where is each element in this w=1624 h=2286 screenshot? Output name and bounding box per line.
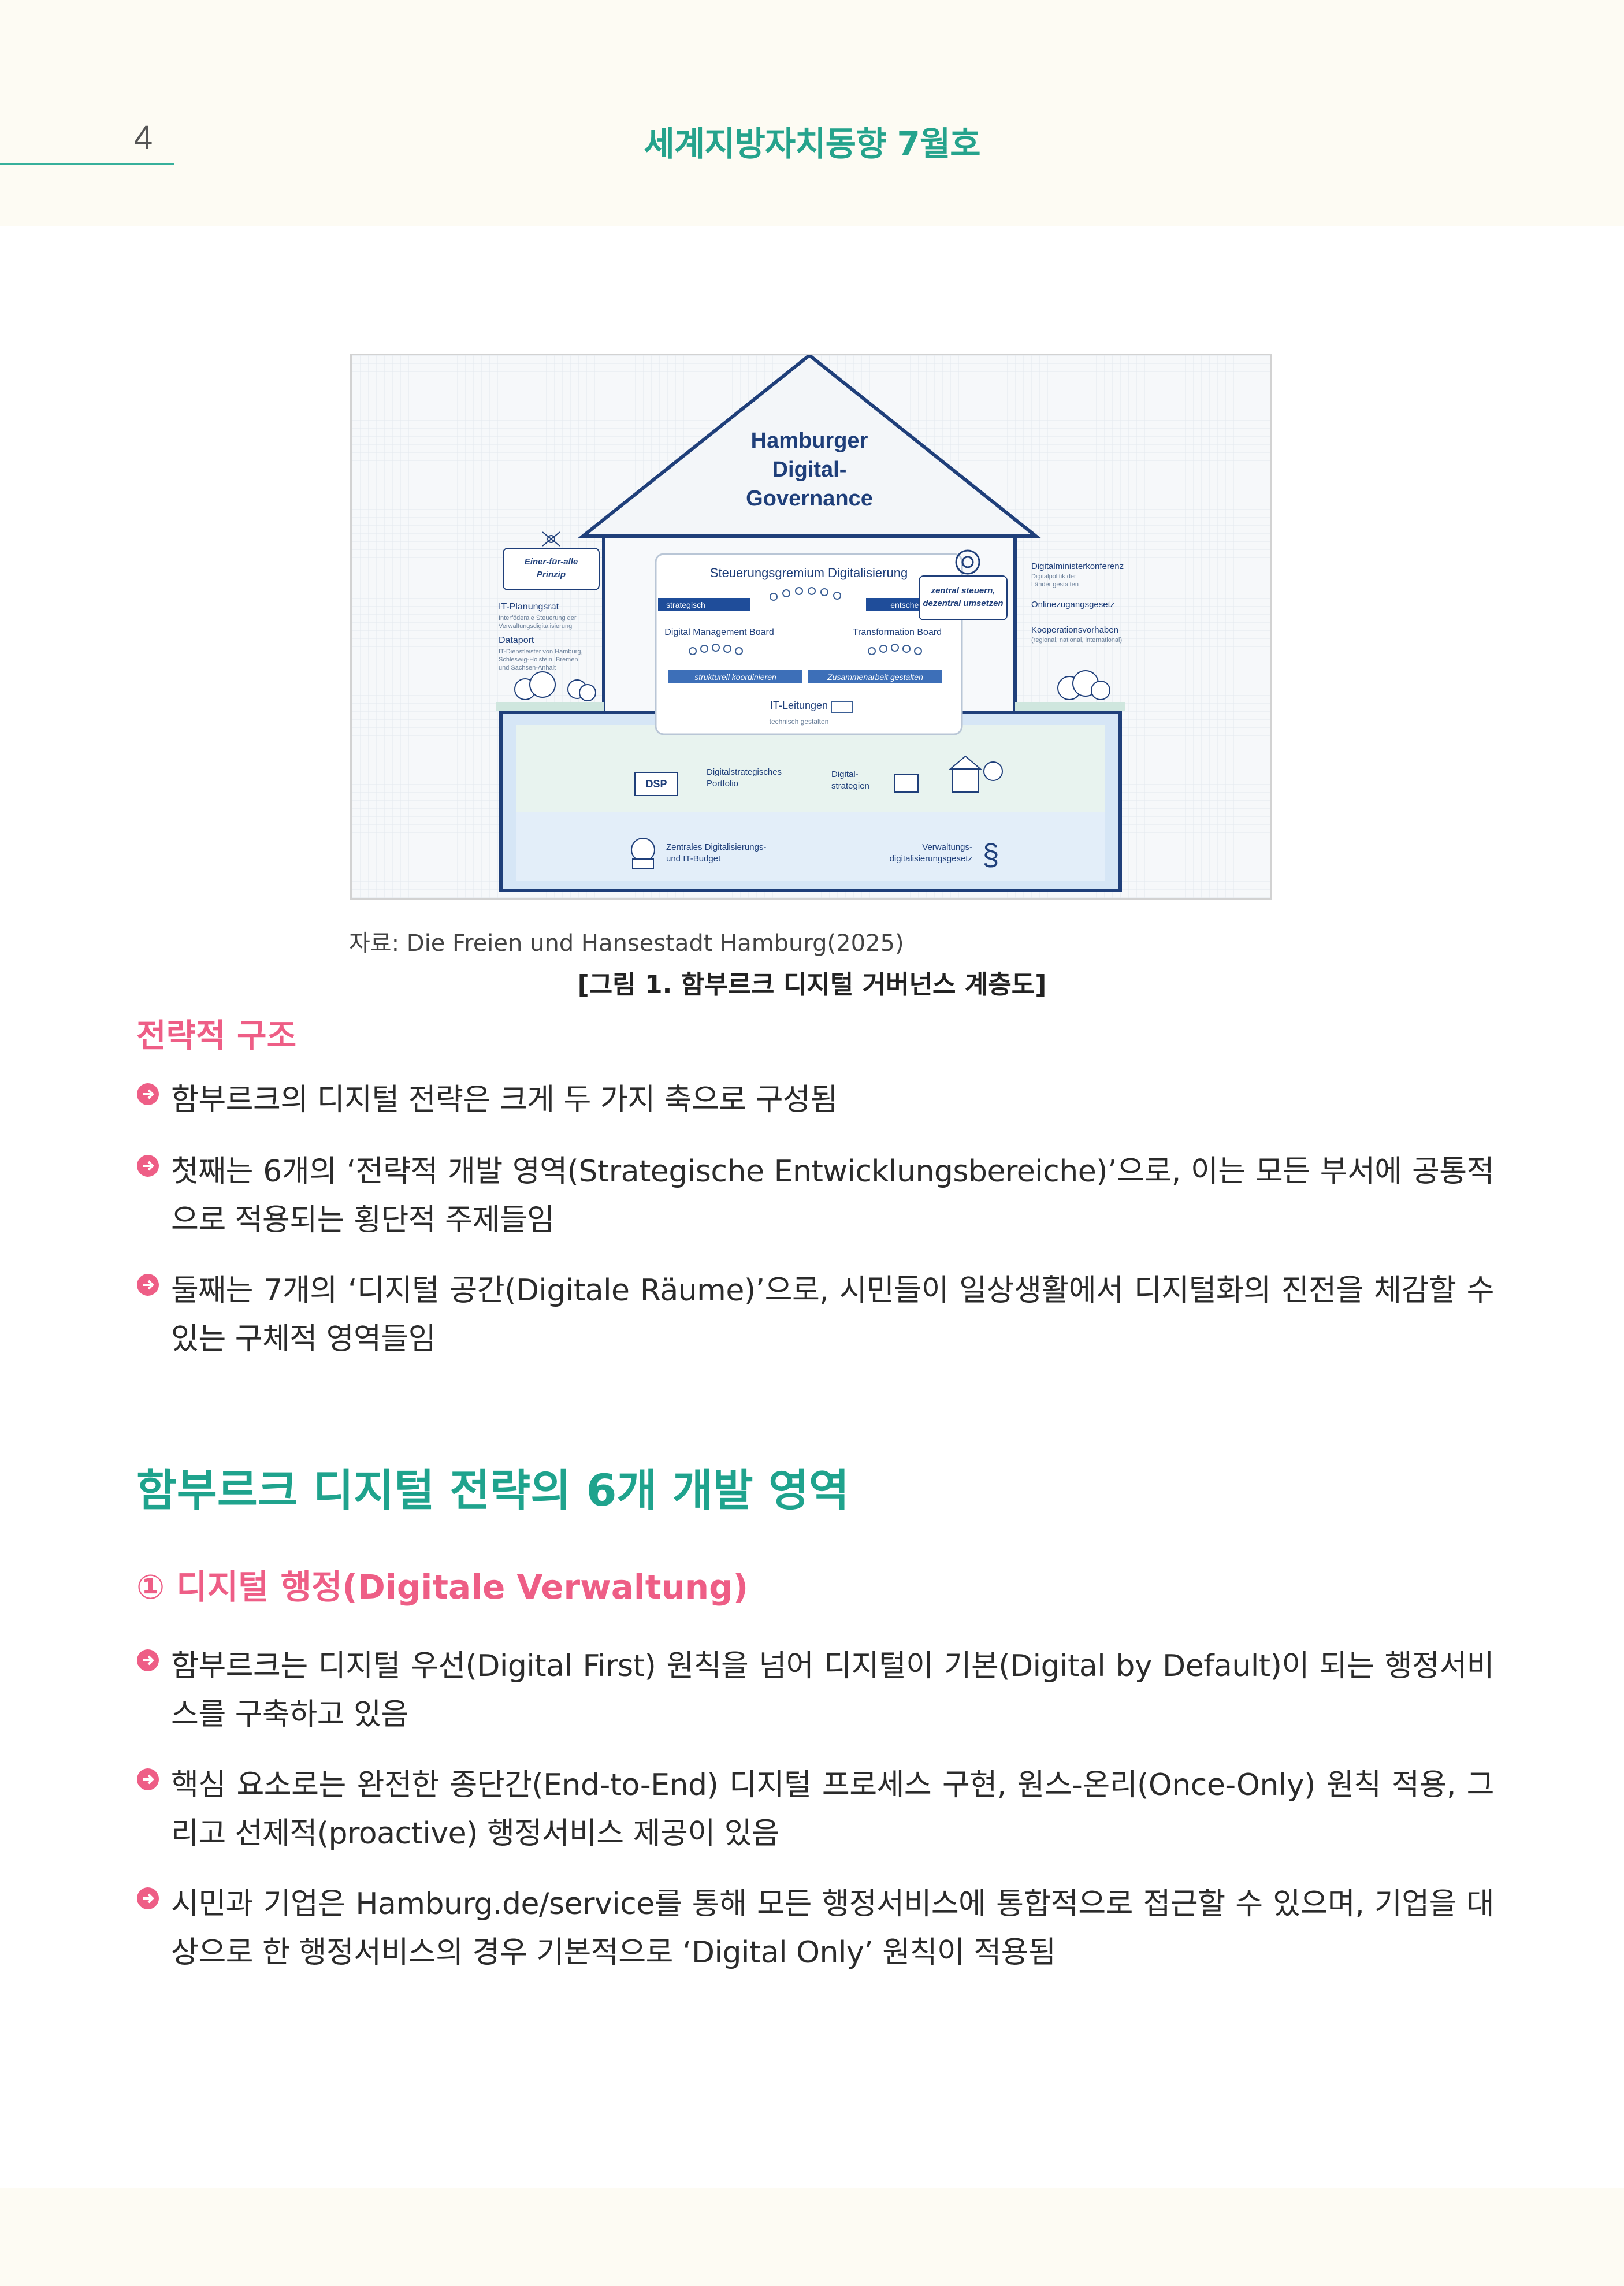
transformation-board: Transformation Board (853, 627, 942, 637)
kooperationsvorhaben: Kooperationsvorhaben (1031, 625, 1118, 635)
bullet-text: 시민과 기업은 Hamburg.de/service를 통해 모든 행정서비스에… (171, 1887, 1495, 1970)
digitalministerkonferenz: Digitalministerkonferenz (1031, 562, 1124, 571)
target-icon (955, 549, 980, 575)
circle-arrow-right-icon (137, 1768, 159, 1790)
dmk-desc-2: Länder gestalten (1031, 581, 1079, 588)
digital-management-board: Digital Management Board (664, 627, 774, 637)
dsp-label: DSP (645, 778, 667, 790)
it-leitungen-sub: technisch gestalten (770, 718, 829, 726)
bullet-text: 함부르크의 디지털 전략은 크게 두 가지 축으로 구성됨 (171, 1083, 838, 1117)
gesetz-line-2: digitalisierungsgesetz (890, 854, 972, 864)
dataport-desc-3: und Sachsen-Anhalt (499, 664, 556, 671)
bullet-text: 둘째는 7개의 ‘디지털 공간(Digitale Räume)’으로, 시민들이… (171, 1273, 1495, 1356)
dataport-desc-2: Schleswig-Holstein, Bremen (499, 656, 578, 663)
band-zusammenarbeit: Zusammenarbeit gestalten (827, 672, 923, 682)
roof-title-line-1: Hamburger (751, 429, 868, 453)
band-strukturell: strukturell koordinieren (694, 672, 776, 682)
roof-title-line-3: Governance (746, 486, 873, 511)
publication-title: 세계지방자치동향 7월호 (644, 124, 980, 163)
circle-arrow-right-icon (137, 1274, 159, 1296)
bullet-text: 핵심 요소로는 완전한 종단간(End-to-End) 디지털 프로세스 구현,… (171, 1768, 1495, 1851)
budget-line-1: Zentrales Digitalisierungs- (666, 842, 766, 852)
page-header (0, 0, 1624, 226)
roof-title-line-2: Digital- (772, 458, 847, 482)
header-rule (0, 163, 174, 165)
left-bubble-line-2: Prinzip (537, 570, 566, 579)
dataport-desc-1: IT-Dienstleister von Hamburg, (499, 648, 583, 655)
circle-arrow-right-icon (137, 1649, 159, 1671)
portfolio-line-1: Digitalstrategisches (707, 767, 782, 777)
koop-desc: (regional, national, international) (1031, 637, 1122, 644)
section-heading-strategic-structure: 전략적 구조 (136, 1017, 297, 1055)
strategien-line-2: strategien (831, 781, 869, 791)
circle-arrow-right-icon (137, 1887, 159, 1909)
onlinezugangsgesetz: Onlinezugangsgesetz (1031, 600, 1114, 609)
budget-line-2: und IT-Budget (666, 854, 721, 864)
bullet-text: 함부르크는 디지털 우선(Digital First) 원칙을 넘어 디지털이 … (171, 1649, 1495, 1732)
section-heading-six-areas: 함부르크 디지털 전략의 6개 개발 영역 (136, 1464, 849, 1516)
paragraph-icon: § (983, 838, 999, 872)
dataport: Dataport (499, 635, 534, 645)
it-leitungen: IT-Leitungen (770, 700, 828, 711)
governance-diagram: Hamburger Digital- Governance Steuerungs… (352, 355, 1270, 898)
page-number: 4 (134, 119, 153, 157)
portfolio-line-2: Portfolio (707, 779, 738, 789)
dsp-box (634, 772, 678, 796)
it-planungsrat-desc-1: Interföderale Steuerung der (499, 615, 577, 622)
center-bubble (919, 575, 1008, 620)
left-bubble (503, 548, 600, 590)
it-planungsrat-desc-2: Verwaltungsdigitalisierung (499, 623, 572, 630)
circle-arrow-right-icon (137, 1155, 159, 1177)
page-footer (0, 2188, 1624, 2286)
board-tag-strategisch: strategisch (666, 600, 705, 609)
circle-arrow-right-icon (137, 1083, 159, 1105)
dmk-desc-1: Digitalpolitik der (1031, 573, 1076, 580)
bullet-text: 첫째는 6개의 ‘전략적 개발 영역(Strategische Entwickl… (171, 1154, 1495, 1237)
strategien-line-1: Digital- (831, 770, 859, 779)
it-planungsrat: IT-Planungsrat (499, 602, 559, 612)
coin-icon (631, 838, 655, 869)
figure-source: 자료: Die Freien und Hansestadt Hamburg(20… (349, 930, 904, 957)
figure-caption: [그림 1. 함부르크 디지털 거버넌스 계층도] (577, 970, 1047, 999)
gesetz-line-1: Verwaltungs- (922, 842, 972, 852)
tree-icons (514, 670, 1110, 701)
center-bubble-line-2: dezentral umsetzen (923, 599, 1003, 608)
left-bubble-line-1: Einer-für-alle (525, 557, 578, 567)
board-title: Steuerungsgremium Digitalisierung (710, 566, 908, 580)
center-bubble-line-1: zentral steuern, (931, 586, 995, 596)
network-icon (542, 531, 560, 547)
governance-figure: Hamburger Digital- Governance Steuerungs… (350, 354, 1272, 900)
subsection-heading-digital-administration: ① 디지털 행정(Digitale Verwaltung) (136, 1567, 749, 1607)
city-icons (894, 755, 1003, 793)
